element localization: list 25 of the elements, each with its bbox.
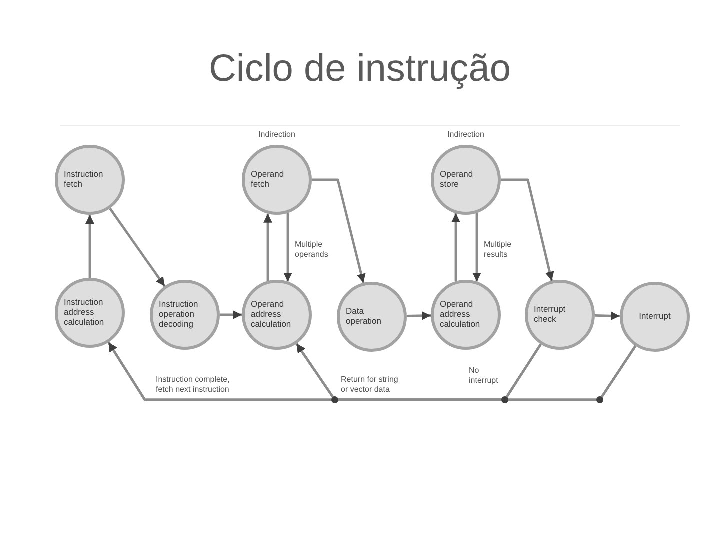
state-label: Data operation [346, 307, 382, 327]
state-label: Interrupt [639, 312, 671, 322]
state-label: Instruction operation decoding [159, 300, 200, 330]
arrow [312, 178, 366, 284]
state-label: Operand address calculation [251, 300, 292, 330]
state-label: Instruction fetch [64, 170, 104, 190]
title: Ciclo de instrução [208, 47, 512, 92]
arrow [406, 311, 432, 320]
state-label: Operand store [440, 170, 474, 190]
arrow [296, 343, 637, 402]
arrow [109, 208, 166, 288]
arrow [220, 310, 242, 320]
state-label: Instruction address calculation [64, 298, 106, 328]
arrow [86, 215, 94, 278]
state-label: Interrupt check [534, 305, 567, 325]
arrow [472, 213, 482, 282]
arrow [594, 312, 620, 321]
arrow [284, 213, 292, 282]
arrow [452, 214, 460, 282]
annotation-label: Indirection [258, 130, 296, 140]
arrow [264, 214, 272, 282]
annotation-label: Indirection [448, 130, 484, 140]
arrow [501, 178, 554, 282]
state-label: Operand address calculation [440, 300, 482, 330]
state-label: Operand fetch [251, 170, 286, 190]
